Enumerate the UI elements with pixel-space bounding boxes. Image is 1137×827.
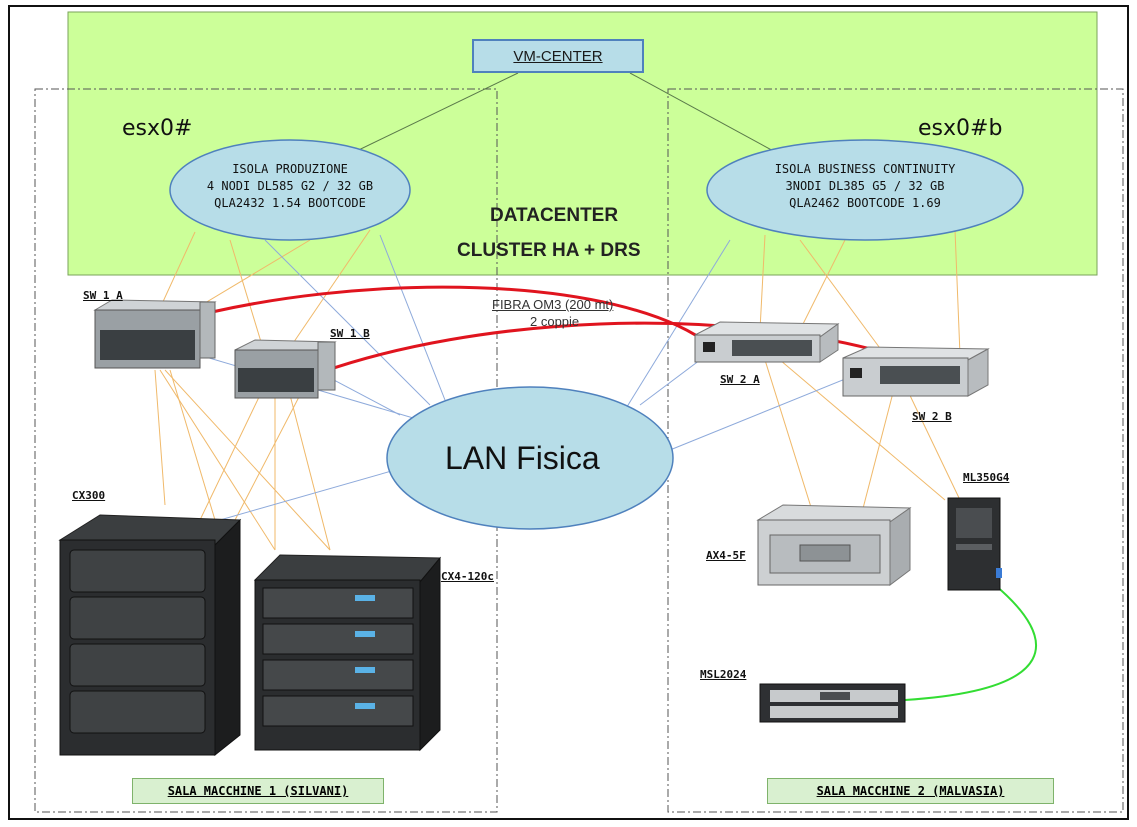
room1-label: SALA MACCHINE 1 (SILVANI) — [132, 778, 384, 804]
island-business-line3: QLA2462 BOOTCODE 1.69 — [789, 196, 941, 210]
island-production-text: ISOLA PRODUZIONE 4 NODI DL585 G2 / 32 GB… — [175, 161, 405, 212]
ml350-tower — [947, 497, 1002, 591]
island-business-text: ISOLA BUSINESS CONTINUITY 3NODI DL385 G5… — [710, 161, 1020, 212]
vm-link-right — [629, 72, 791, 161]
switch-sw1b-device — [234, 339, 337, 399]
switch-sw2a-device — [694, 321, 840, 363]
switch-sw2a-label: SW 2 A — [720, 373, 760, 386]
ax4-device — [756, 504, 912, 586]
cx300-label: CX300 — [72, 489, 106, 502]
island-production — [169, 139, 411, 241]
switch-sw1a-device — [93, 299, 217, 369]
cx4-label: CX4-120c — [441, 570, 494, 583]
switch-sw1b-label: SW 1 B — [330, 327, 370, 340]
ax4-label: AX4-5F — [706, 549, 746, 562]
san-links — [149, 229, 961, 551]
cx4-rack — [253, 554, 442, 752]
island-production-line2: 4 NODI DL585 G2 / 32 GB — [206, 179, 374, 193]
datacenter-title-line2: CLUSTER HA + DRS — [457, 240, 641, 261]
cx300-rack — [58, 514, 242, 757]
room2-boundary — [667, 88, 1124, 813]
host-left-label: esx0# — [122, 116, 193, 141]
diagram-frame — [8, 5, 1129, 820]
msl-label: MSL2024 — [700, 668, 747, 681]
switch-sw1a-label: SW 1 A — [83, 289, 123, 302]
switch-sw2b-label: SW 2 B — [912, 410, 952, 423]
island-business-line2: 3NODI DL385 G5 / 32 GB — [785, 179, 945, 193]
datacenter-title-line1: DATACENTER — [490, 205, 619, 226]
vm-center-box: VM-CENTER — [472, 39, 644, 73]
host-right-label: esx0#b — [918, 116, 1003, 141]
lan-ellipse — [386, 386, 674, 530]
fiber-label-line1: FIBRA OM3 (200 mt) — [492, 297, 614, 312]
vm-link-left — [337, 72, 519, 161]
ml350-label: ML350G4 — [963, 471, 1010, 484]
island-business — [706, 139, 1024, 241]
island-production-line3: QLA2432 1.54 BOOTCODE — [214, 196, 366, 210]
tape-link — [904, 584, 1038, 701]
switch-sw2b-device — [842, 346, 990, 397]
fiber-label-line2: 2 coppie — [530, 314, 580, 329]
room2-label: SALA MACCHINE 2 (MALVASIA) — [767, 778, 1054, 804]
island-business-line1: ISOLA BUSINESS CONTINUITY — [774, 162, 956, 176]
lan-label: LAN Fisica — [445, 440, 600, 476]
msl-library — [759, 683, 906, 723]
island-production-line1: ISOLA PRODUZIONE — [232, 162, 348, 176]
